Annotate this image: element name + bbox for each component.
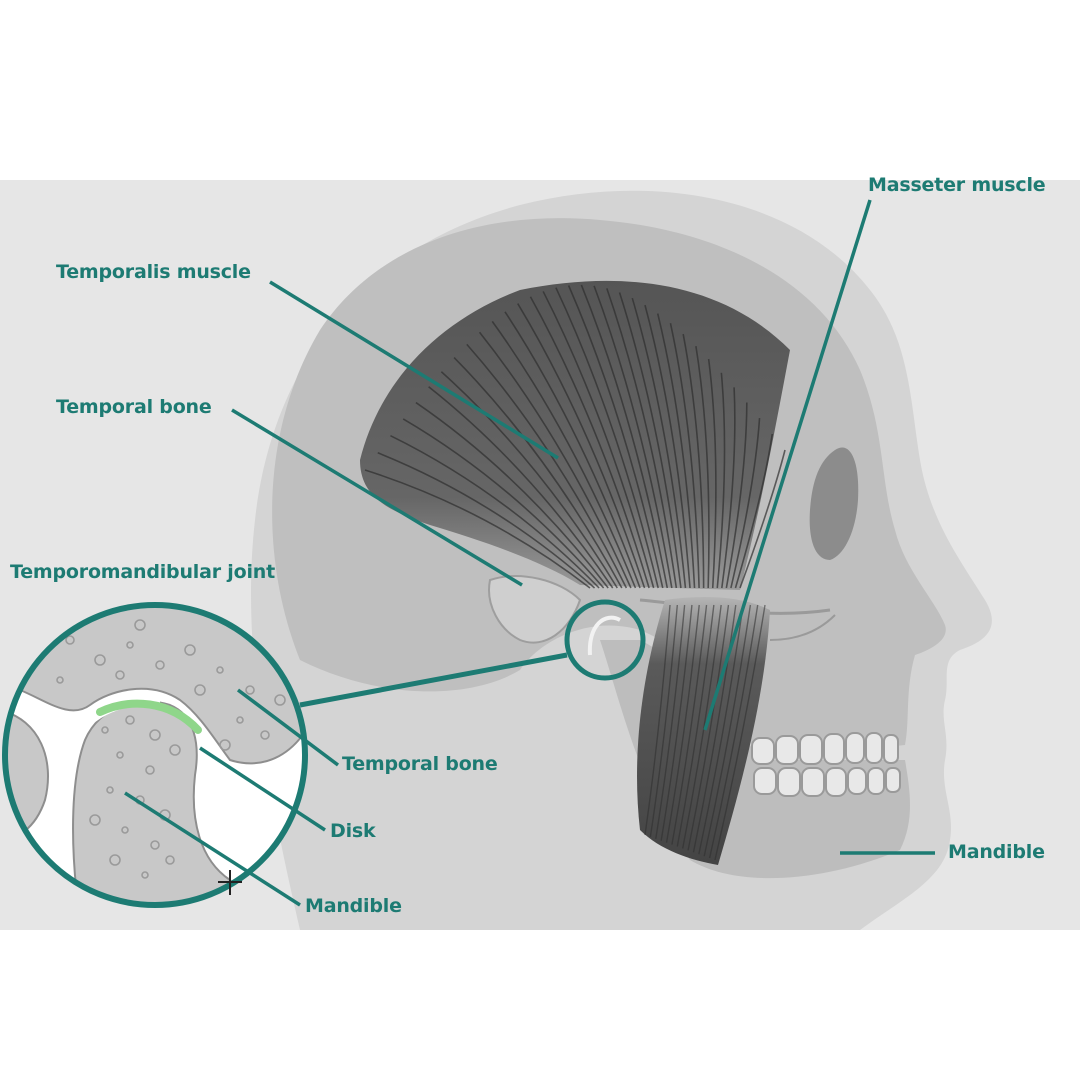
- label-temporal-bone: Temporal bone: [56, 396, 212, 418]
- label-temporalis-muscle: Temporalis muscle: [56, 261, 251, 283]
- temporal-bone-region: [488, 575, 582, 644]
- tmj-locator-circle: [564, 599, 646, 681]
- crosshair-cursor-icon: [218, 870, 242, 895]
- temporalis-fibers: [364, 284, 786, 589]
- leader-temporalis: [269, 280, 559, 460]
- eye-socket: [809, 447, 859, 560]
- masseter-fibers: [644, 604, 766, 861]
- label-disk: Disk: [330, 820, 376, 842]
- leader-inset-mandible: [124, 791, 301, 907]
- inset-disk: [96, 699, 202, 734]
- leader-temporal-bone: [231, 408, 523, 587]
- condyle-highlight: [587, 615, 621, 656]
- bone-pores: [25, 615, 294, 879]
- leader-inset-temporal-bone: [236, 688, 340, 767]
- inset-border: [2, 602, 308, 908]
- teeth: [751, 732, 901, 797]
- leader-disk: [199, 746, 326, 832]
- leader-masseter: [703, 199, 872, 731]
- inset-connector-line: [299, 652, 568, 708]
- label-inset-mandible: Mandible: [305, 895, 402, 917]
- label-mandible: Mandible: [948, 841, 1045, 863]
- leader-lines: [124, 199, 935, 907]
- cheek-line: [769, 614, 836, 641]
- label-masseter-muscle: Masseter muscle: [868, 174, 1046, 196]
- label-temporomandibular-joint: Temporomandibular joint: [10, 561, 275, 583]
- label-inset-temporal-bone: Temporal bone: [342, 753, 498, 775]
